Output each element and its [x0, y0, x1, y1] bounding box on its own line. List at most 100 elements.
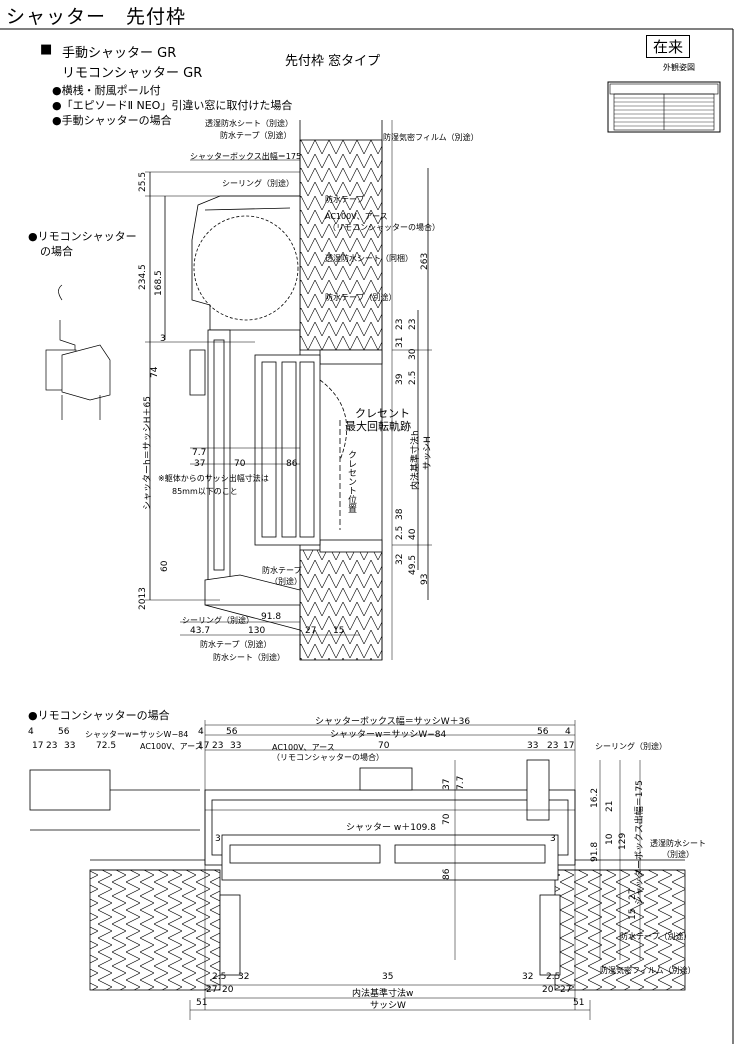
dim-inner-3: 70 [234, 459, 246, 469]
exterior-thumbnail [607, 81, 721, 133]
dim-right-4: 23 [408, 318, 418, 330]
callout-13: クレセント位置 [346, 450, 356, 513]
plan-top-dim-4: 4 [198, 727, 204, 737]
plan-small-3: シーリング（別途） [595, 742, 667, 751]
plan-top-dim-17: 33 [230, 741, 242, 751]
dim-right-13: 93 [420, 573, 430, 585]
product-line-1: 手動シャッター GR [62, 46, 177, 61]
callout-11: クレセント [355, 407, 410, 420]
bullet-1: ●横桟・耐風ポール付 [52, 84, 161, 97]
dim-right-12: 49.5 [408, 554, 418, 575]
plan-vdim-13: 3 [550, 834, 556, 844]
dim-inner-4: 86 [286, 459, 298, 469]
callout-1: 透湿防水シート（別途） [205, 119, 293, 128]
dim-bottom-5: 15 [333, 626, 345, 636]
plan-label: ●リモコンシャッターの場合 [28, 709, 170, 722]
plan-bdim-1: 2.5 [212, 972, 227, 982]
plan-vdim-8: 129 [618, 832, 628, 850]
dim-right-7: 2.5 [408, 370, 418, 385]
remote-label-1: ●リモコンシャッター [28, 230, 137, 243]
plan-bdim-7: 20 [222, 985, 234, 995]
plan-vdim-12: 3 [215, 834, 221, 844]
dim-right-10: 40 [408, 528, 418, 540]
plan-small-8: 防湿気密フィルム（別途） [600, 966, 696, 975]
plan-top-dim-20: 23 [547, 741, 559, 751]
dim-left-5: 74 [150, 366, 160, 378]
callout-16: 防水テープ [262, 566, 302, 575]
dim-left-1: 25.5 [138, 171, 148, 192]
type-label: 先付枠 窓タイプ [285, 54, 381, 69]
plan-top-dim-10: 23 [46, 741, 58, 751]
dim-right-1: 263 [420, 252, 430, 270]
plan-small-7: 防水テープ（別途） [620, 932, 692, 941]
plan-small-1: AC100V、アース [272, 743, 335, 752]
plan-section [29, 720, 686, 1020]
dim-right-2: 23 [395, 318, 405, 330]
plan-vdim-7: 10 [605, 833, 615, 845]
dim-inner-1: 7.7 [192, 448, 207, 458]
dim-right-8: 38 [395, 508, 405, 520]
dim-left-7: 2013 [138, 587, 148, 610]
dim-left-3: 168.5 [154, 270, 164, 296]
callout-14: ※躯体からのサッシ出幅寸法は [158, 474, 269, 483]
callout-3: シャッターボックス出幅＝175 [190, 152, 302, 161]
dim-right-9: 2.5 [395, 525, 405, 540]
plan-bdim-5: 2.5 [546, 972, 561, 982]
callout-7: AC100V、アース [325, 212, 388, 221]
dim-bottom-1: 91.8 [261, 612, 282, 622]
plan-bdim-6: 27 [206, 985, 218, 995]
vertical-section [145, 120, 432, 661]
remote-label-2: の場合 [40, 245, 73, 258]
dim-right-5: 30 [408, 348, 418, 360]
plan-bdim-8: 20 [542, 985, 554, 995]
plan-vdim-1: 37 [442, 778, 452, 790]
plan-vdim-9: 86 [442, 868, 452, 880]
page-title: シャッター 先付枠 [6, 6, 187, 28]
dim-right-11: 32 [395, 553, 405, 565]
dim-right-6: 39 [395, 373, 405, 385]
plan-bdim-10: 内法基準寸法w [352, 989, 414, 999]
plan-top-dim-6: シャッターw＝サッシW−84 [330, 730, 447, 740]
plan-top-dim-12: 72.5 [96, 741, 117, 751]
plan-top-dim-5: 56 [226, 727, 238, 737]
plan-bdim-11: 51 [196, 998, 208, 1008]
dim-left-4: 3 [160, 334, 166, 344]
plan-bdim-9: 27 [560, 985, 572, 995]
callout-18: シーリング（別途） [182, 616, 254, 625]
plan-vdim-11: 15 [628, 908, 638, 920]
plan-bdim-3: 35 [382, 972, 394, 982]
callout-6: 防水テープ [325, 195, 365, 204]
plan-top-dim-3: 56 [58, 727, 70, 737]
plan-top-dim-19: 33 [527, 741, 539, 751]
callout-8: （リモコンシャッターの場合） [328, 223, 440, 232]
callout-5: シーリング（別途） [222, 179, 294, 188]
plan-small-2: （リモコンシャッターの場合） [272, 753, 384, 762]
plan-vdim-4: 16.2 [590, 787, 600, 808]
bullet-square-icon: ■ [40, 42, 53, 57]
type-badge: 在来 [646, 35, 691, 58]
callout-17: （別途） [270, 577, 302, 586]
plan-bdim-4: 32 [522, 972, 534, 982]
plan-top-dim-15: 17 [198, 741, 210, 751]
dim-inner-2: 37 [194, 459, 206, 469]
plan-bdim-12: サッシW [370, 1001, 406, 1011]
plan-top-dim-11: 33 [64, 741, 76, 751]
plan-top-dim-16: 23 [212, 741, 224, 751]
callout-10: 防水テープ（別途） [325, 293, 397, 302]
callout-20: 防水シート（別途） [213, 653, 285, 662]
bullet-3: ●手動シャッターの場合 [52, 114, 172, 127]
exterior-view-label: 外観姿図 [663, 63, 695, 72]
plan-top-dim-18: 70 [378, 741, 390, 751]
plan-top-dim-9: 17 [32, 741, 44, 751]
dim-bottom-4: 27 [305, 626, 317, 636]
plan-small-6: （別途） [662, 850, 694, 859]
plan-vdim-5: 21 [605, 800, 615, 812]
callout-9: 透湿防水シート（同梱） [325, 254, 413, 263]
dim-right-rot-2: サッシH [423, 436, 433, 470]
plan-top-dim-21: 17 [563, 741, 575, 751]
plan-vdim-6: 91.8 [590, 841, 600, 862]
callout-4: 防湿気密フィルム（別途） [383, 133, 479, 142]
plan-vert-label: シャッターボックス出幅＝175 [635, 780, 645, 905]
plan-top-dim-2: 4 [28, 727, 34, 737]
